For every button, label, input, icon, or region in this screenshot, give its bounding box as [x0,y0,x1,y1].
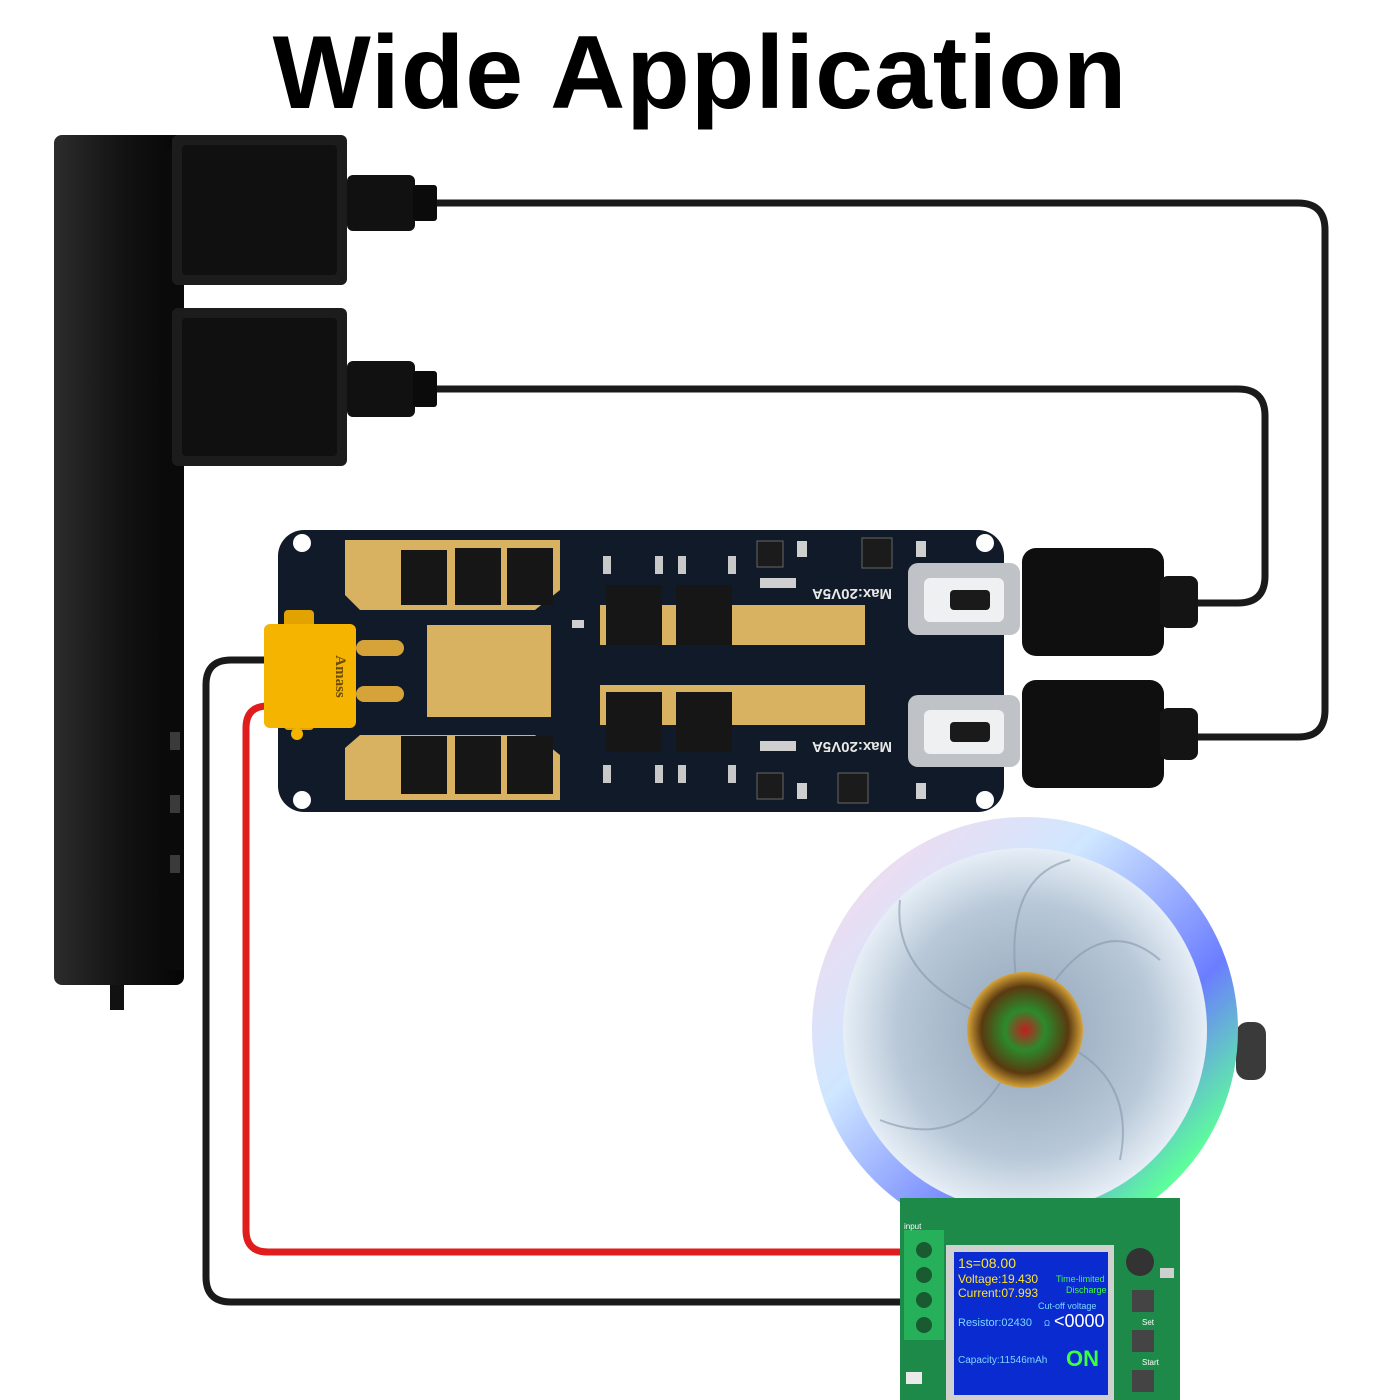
connector-brand-label: Amass [331,655,348,698]
usb-c-plug-top [1022,548,1198,656]
port-rating-label-top: Max:20V5A [812,585,893,602]
lcd-cutoff-label: Cut-off voltage [1038,1301,1097,1311]
usb-cable-top [436,199,1329,741]
meter-lcd-display: 1s=08.00 Voltage:19.430 Current:07.993 T… [954,1252,1108,1395]
lcd-ohm-unit: Ω [1044,1319,1050,1328]
port-rating-label-bottom: Max:20V5A [812,738,893,755]
lcd-cutoff-value: <0000 [1054,1311,1105,1331]
cooling-fan [812,817,1266,1243]
lcd-time-setting: 1s=08.00 [958,1255,1016,1271]
lcd-resistor: Resistor:02430 [958,1317,1032,1329]
usb-c-plug-bottom [1022,680,1198,788]
meter-input-label: input [904,1222,922,1231]
output-wire-black [202,656,900,1306]
lcd-mode-line1: Time-limited [1056,1274,1105,1284]
xt60-connector [264,610,404,740]
lcd-mode-line2: Discharge [1066,1285,1107,1295]
lcd-state: ON [1066,1346,1099,1371]
lcd-voltage: Voltage:19.430 [958,1272,1039,1286]
pd-trigger-board [278,530,1004,812]
lcd-current: Current:07.993 [958,1286,1039,1300]
usb-cable-bottom [436,385,1269,607]
output-wire-red [242,702,900,1256]
power-strip [54,135,347,1010]
usb-a-plug-bottom [347,361,437,417]
usb-c-port-top [908,563,1020,635]
lcd-capacity: Capacity:11546mAh [958,1355,1048,1366]
usb-c-port-bottom [908,695,1020,767]
page-title: Wide Application [272,15,1128,131]
meter-set-label: Set [1142,1318,1155,1327]
usb-a-plug-top [347,175,437,231]
meter-start-label: Start [1142,1358,1159,1367]
